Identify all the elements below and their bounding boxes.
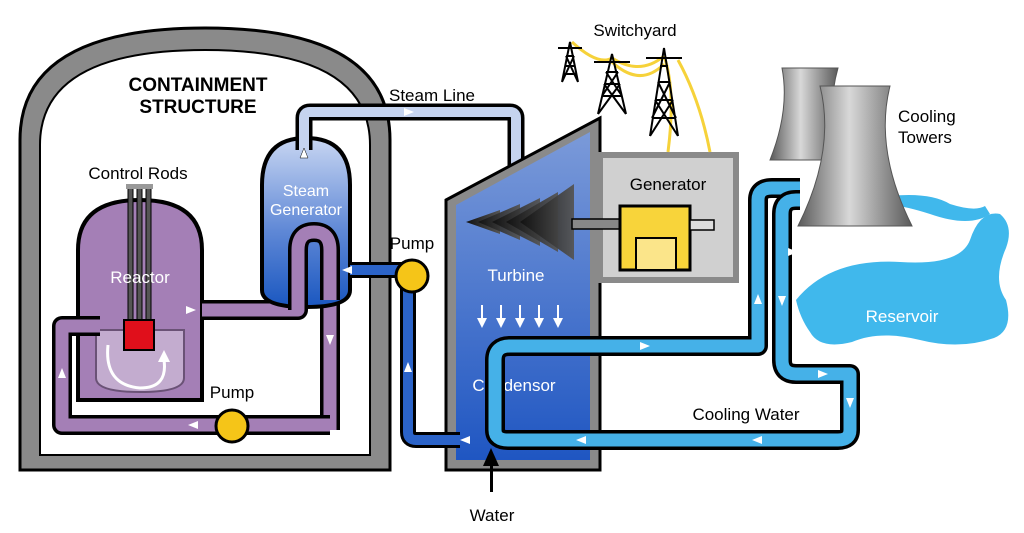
turbine-building — [444, 115, 602, 472]
cooling-water-loop — [485, 178, 860, 450]
water-inlet-arrow — [483, 448, 499, 492]
containment-label-line1: CONTAINMENT — [129, 75, 268, 96]
steam-line — [295, 103, 525, 178]
water-label: Water — [470, 506, 515, 525]
turbine-label: Turbine — [487, 266, 544, 285]
reactor-flow-arrow — [106, 344, 166, 390]
control-rods — [126, 184, 153, 327]
condensate-arrows — [477, 305, 563, 328]
feedwater-pump-label: Pump — [390, 234, 434, 253]
reservoir — [796, 213, 1009, 345]
reactor-flow-arrowhead — [158, 350, 170, 362]
cooling-towers-label-line1: Cooling — [898, 107, 956, 126]
transmission-tower-3 — [646, 47, 682, 137]
feedwater-line — [342, 262, 470, 448]
transmission-tower-2 — [594, 53, 630, 115]
turbine-rotor — [466, 184, 574, 260]
cooling-water-label: Cooling Water — [692, 405, 799, 424]
primary-pump — [214, 408, 250, 444]
generator-housing — [571, 152, 739, 283]
switchyard-label: Switchyard — [593, 21, 676, 40]
steam-line-label: Steam Line — [389, 86, 475, 105]
cooling-tower-front — [797, 85, 913, 227]
steam-generator-label-line1: Steam — [283, 183, 329, 200]
reactor-label: Reactor — [110, 268, 170, 287]
steam-generator-label-line2: Generator — [270, 202, 343, 219]
feedwater-pump — [394, 258, 430, 294]
condensor-label: Condensor — [472, 376, 556, 395]
generator-label: Generator — [630, 175, 707, 194]
reactor-core — [123, 319, 155, 351]
reservoir-label: Reservoir — [866, 307, 939, 326]
cooling-towers-label-line2: Towers — [898, 128, 952, 147]
transmission-tower-1 — [558, 41, 582, 83]
control-rods-label: Control Rods — [88, 164, 187, 183]
primary-pump-label: Pump — [210, 383, 254, 402]
containment-label-line2: STRUCTURE — [139, 97, 256, 118]
